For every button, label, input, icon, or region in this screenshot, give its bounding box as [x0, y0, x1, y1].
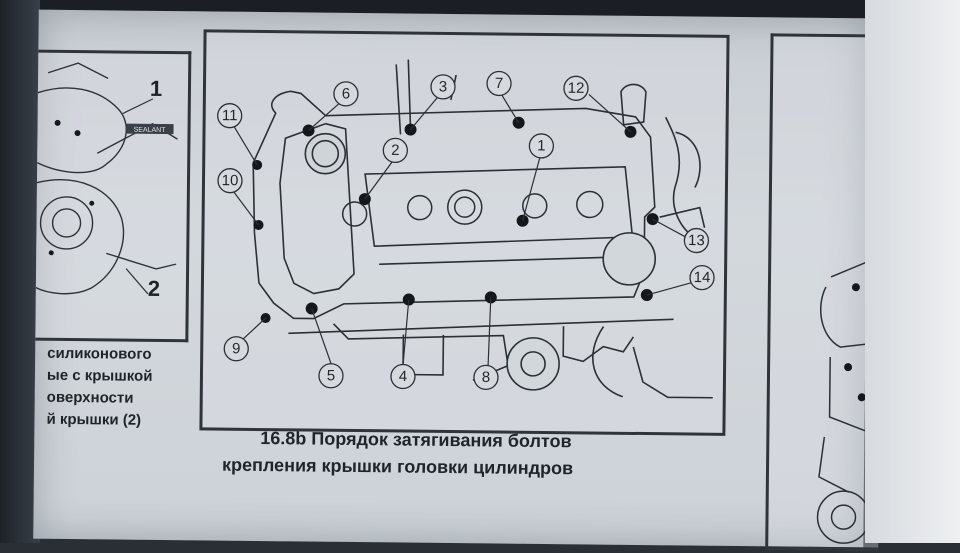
svg-text:14: 14: [694, 269, 711, 286]
engine-cover-drawing: 1 2 3 4 5 6 7 8 9 10 11 12 13 14: [217, 59, 715, 399]
callout-3: 3: [430, 74, 456, 100]
svg-text:12: 12: [568, 80, 585, 97]
svg-text:11: 11: [222, 107, 238, 124]
callout-12: 12: [563, 75, 589, 101]
svg-text:8: 8: [482, 369, 491, 386]
svg-text:10: 10: [222, 172, 239, 189]
svg-text:7: 7: [495, 75, 504, 92]
callout-5: 5: [318, 363, 344, 389]
left-figure-drawing: SEALANT: [35, 62, 178, 295]
manual-page-photo: SEALANT 1 2 силиконового ые с крышкой ов…: [33, 9, 884, 551]
left-callout-1: 1: [149, 75, 163, 101]
svg-text:9: 9: [232, 340, 241, 357]
callout-1: 1: [528, 133, 555, 159]
monitor-bezel-right: [865, 0, 960, 543]
figure-caption-line-2: крепления крышки головки цилиндров: [221, 454, 574, 479]
callout-2: 2: [382, 137, 408, 164]
left-caption-line: силиконового: [47, 344, 152, 363]
svg-text:2: 2: [391, 142, 400, 159]
callout-4: 4: [390, 363, 416, 390]
cover-outline: [252, 59, 713, 399]
callout-8: 8: [473, 364, 499, 391]
pulley-icon: [506, 232, 657, 391]
svg-text:6: 6: [342, 85, 351, 102]
left-caption-line: оверхности: [46, 388, 134, 407]
leader-lines: [232, 93, 693, 366]
svg-text:5: 5: [327, 367, 336, 384]
callout-13: 13: [683, 227, 710, 254]
callout-11: 11: [217, 103, 243, 129]
svg-text:SEALANT: SEALANT: [134, 127, 167, 134]
oil-filler-cap-icon: [304, 132, 347, 175]
spark-plug-holes: [341, 189, 604, 227]
left-callout-2: 2: [147, 275, 161, 301]
callout-14: 14: [689, 264, 715, 291]
cylinder-head-cover-figure: 1 2 3 4 5 6 7 8 9 10 11 12 13 14: [199, 29, 730, 436]
left-caption-line: й крышки (2): [46, 410, 142, 429]
left-caption: силиконового ые с крышкой оверхности й к…: [46, 343, 217, 433]
svg-text:4: 4: [399, 368, 408, 385]
svg-text:13: 13: [688, 232, 705, 249]
svg-text:1: 1: [537, 137, 546, 154]
callout-6: 6: [333, 81, 359, 107]
callout-7: 7: [486, 70, 512, 97]
callout-9: 9: [223, 336, 249, 362]
svg-text:3: 3: [439, 78, 448, 95]
figure-caption: 16.8b Порядок затягивания болтов креплен…: [222, 425, 743, 484]
left-caption-line: ые с крышкой: [46, 366, 153, 385]
sealant-tube-icon: [125, 123, 174, 135]
callout-10: 10: [217, 168, 243, 194]
left-figure-panel: SEALANT 1 2: [35, 49, 192, 343]
